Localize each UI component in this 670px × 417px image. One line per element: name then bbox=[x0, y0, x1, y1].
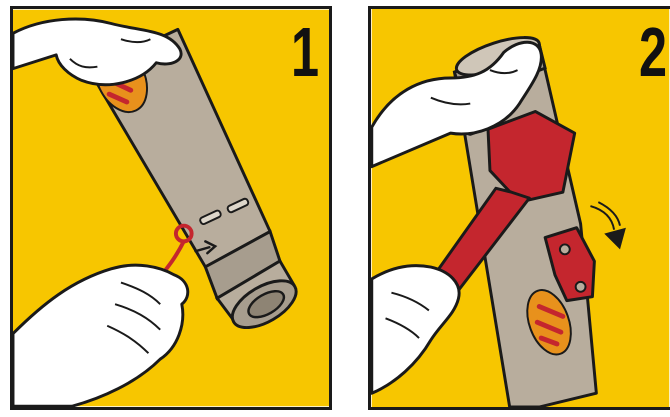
step-2-panel: 2 bbox=[368, 6, 670, 410]
step-2-illustration bbox=[371, 9, 670, 407]
step-1-panel: 1 bbox=[10, 6, 332, 410]
step-number-1: 1 bbox=[291, 17, 319, 87]
step-1-illustration bbox=[13, 9, 329, 407]
step-number-2: 2 bbox=[639, 17, 667, 87]
